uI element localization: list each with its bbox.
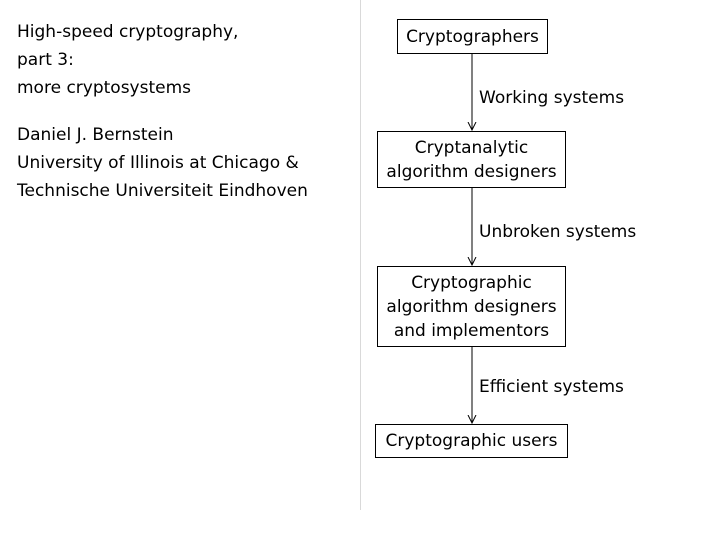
node-label: and implementors <box>393 320 550 341</box>
node-label: algorithm designers <box>386 161 557 182</box>
node-label: Cryptanalytic <box>414 137 529 158</box>
node-cryptanalytic-designers: Cryptanalytic algorithm designers <box>377 131 566 188</box>
column-divider <box>360 0 361 510</box>
node-cryptographic-designers: Cryptographic algorithm designers and im… <box>377 266 566 347</box>
node-label: algorithm designers <box>386 296 557 317</box>
node-label: Cryptographic users <box>385 431 558 451</box>
edge-label-unbroken-systems: Unbroken systems <box>479 222 637 242</box>
author-info: Daniel J. Bernstein University of Illino… <box>17 121 347 205</box>
author-name: Daniel J. Bernstein <box>17 125 174 145</box>
title-line-2: part 3: <box>17 50 74 70</box>
author-affiliation-1: University of Illinois at Chicago & <box>17 153 299 173</box>
node-cryptographic-users: Cryptographic users <box>375 424 568 458</box>
node-label: Cryptographic <box>411 272 532 293</box>
title-line-1: High-speed cryptography, <box>17 22 239 42</box>
edge-label-efficient-systems: Efficient systems <box>479 377 624 397</box>
node-label: Cryptographers <box>406 26 539 47</box>
author-affiliation-2: Technische Universiteit Eindhoven <box>17 181 308 201</box>
node-cryptographers: Cryptographers <box>397 19 548 54</box>
slide-title: High-speed cryptography, part 3: more cr… <box>17 18 347 102</box>
title-line-3: more cryptosystems <box>17 78 192 98</box>
edge-label-working-systems: Working systems <box>479 88 625 108</box>
